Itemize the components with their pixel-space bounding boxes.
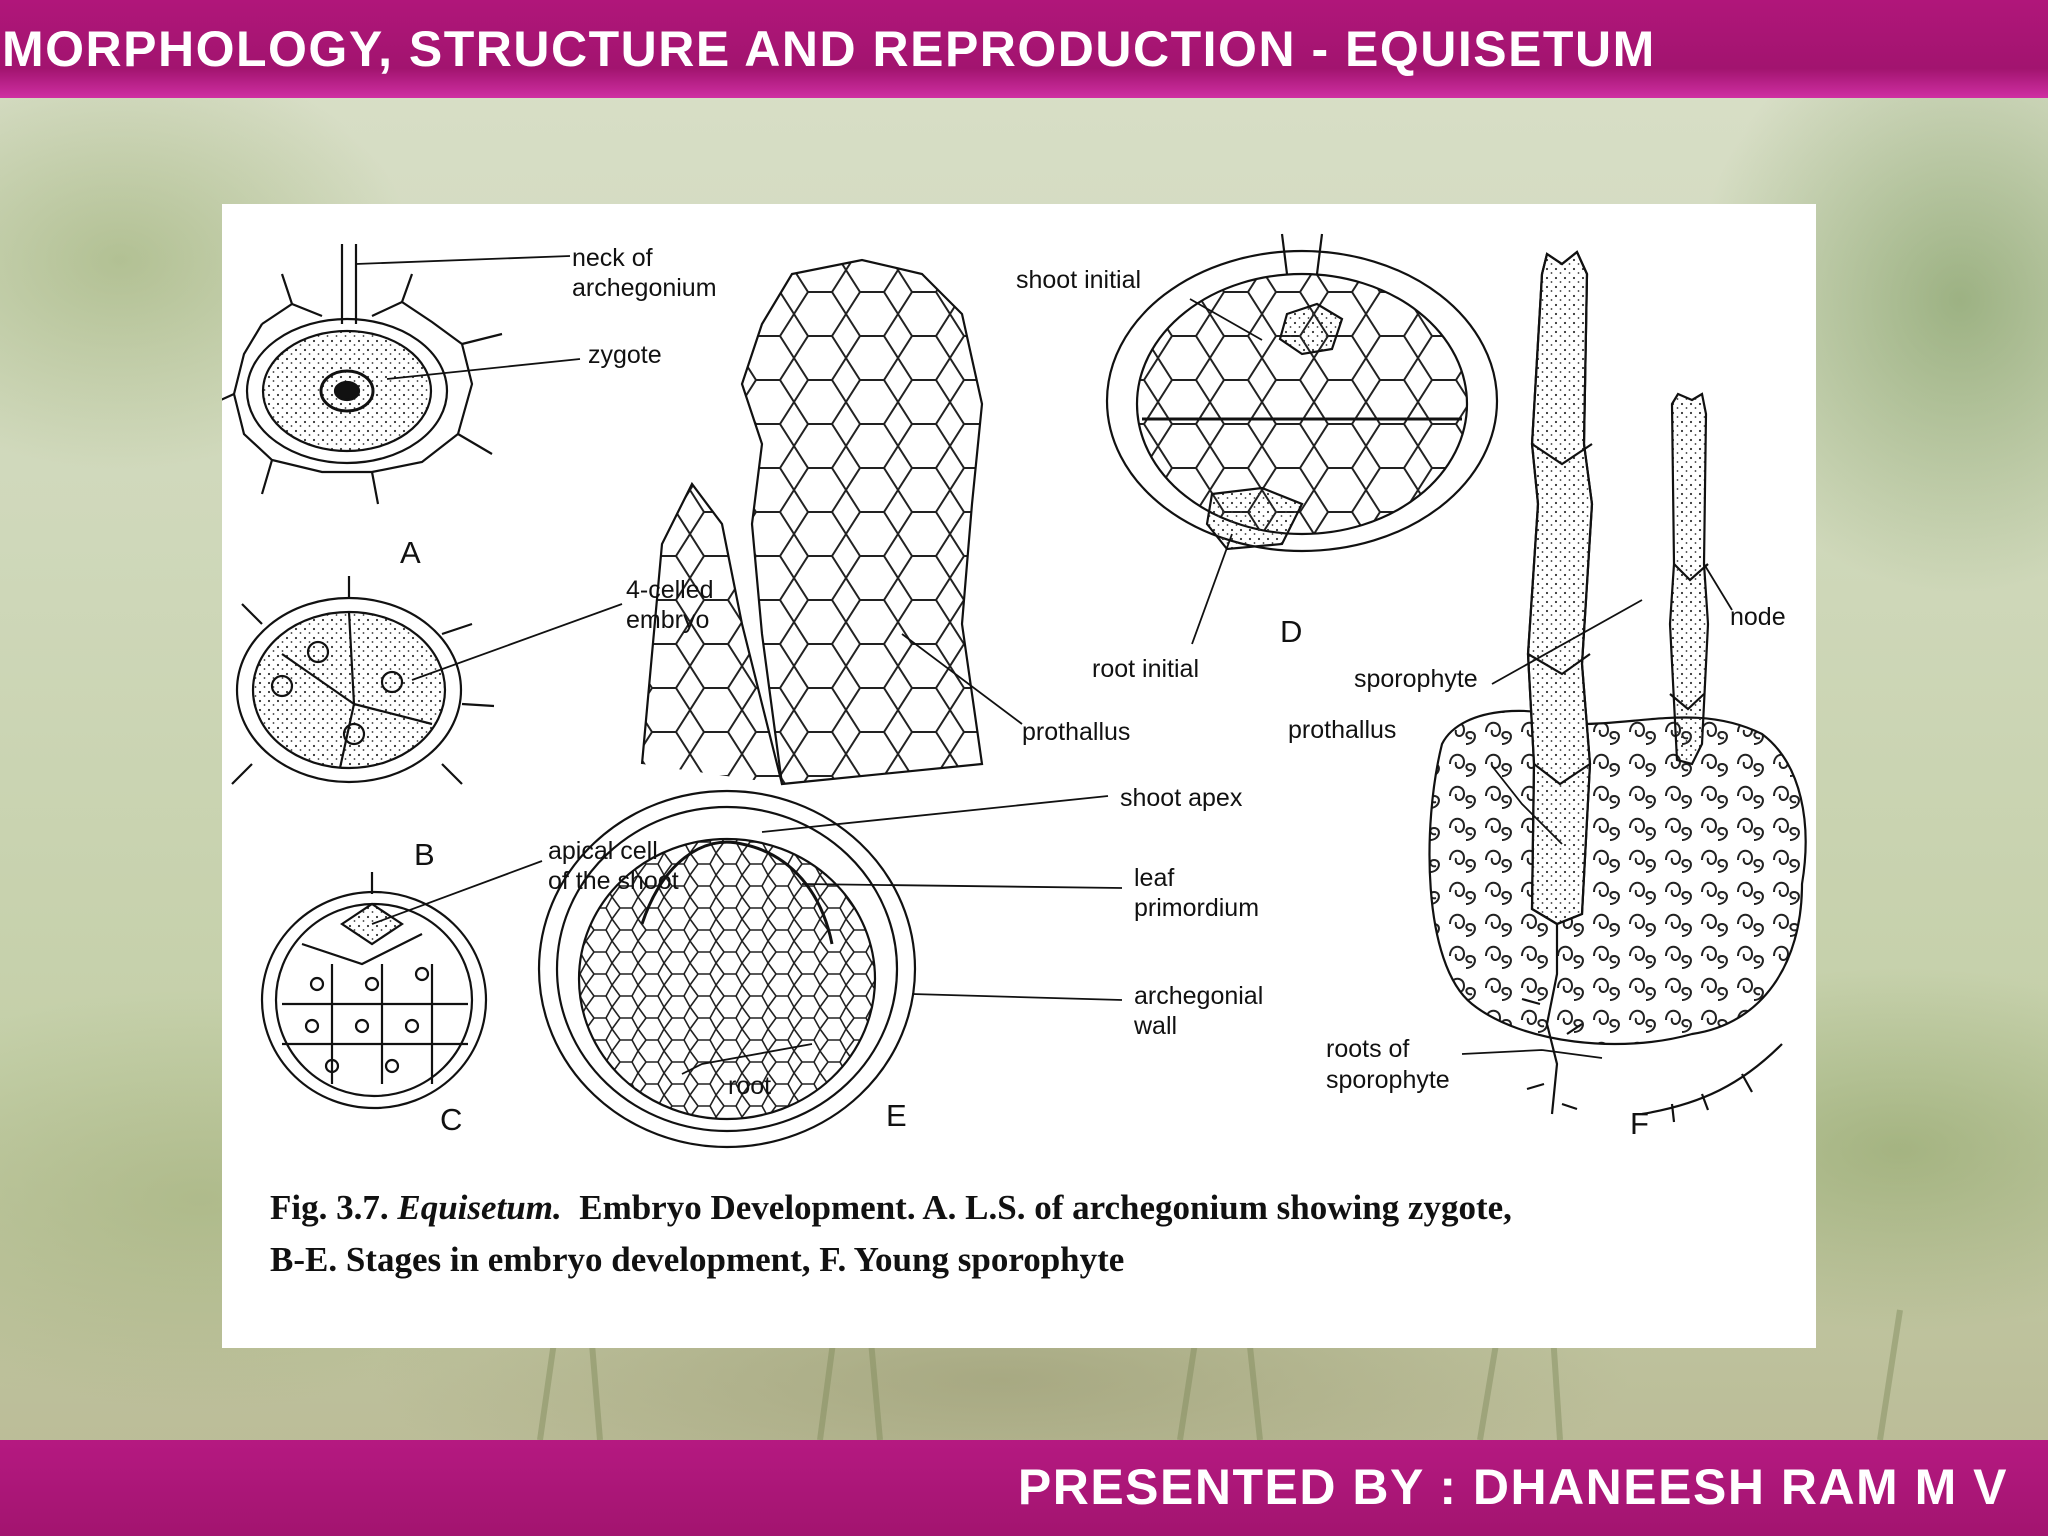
label-prothallus-e: prothallus bbox=[1022, 718, 1130, 746]
panel-letter-b: B bbox=[414, 837, 435, 872]
label-roots-of: roots of bbox=[1326, 1035, 1409, 1063]
label-zygote: zygote bbox=[588, 341, 662, 369]
header-bar: MORPHOLOGY, STRUCTURE AND REPRODUCTION -… bbox=[0, 0, 2048, 98]
label-apical-cell: apical cell bbox=[548, 837, 658, 865]
embryo-diagram: neck of archegonium zygote A 4-celled em… bbox=[222, 233, 1807, 1149]
panel-letter-f: F bbox=[1630, 1106, 1649, 1141]
caption-genus: Equisetum. bbox=[397, 1188, 562, 1227]
drawing-f-young-sporophyte bbox=[1428, 250, 1807, 1123]
drawing-c-apical-cell bbox=[260, 872, 488, 1110]
caption-line-2: B-E. Stages in embryo development, F. Yo… bbox=[270, 1240, 1125, 1279]
panel-letter-d: D bbox=[1280, 614, 1302, 649]
panel-letter-a: A bbox=[400, 535, 421, 570]
label-prothallus-f: prothallus bbox=[1288, 716, 1396, 744]
label-4-celled: 4-celled bbox=[626, 576, 714, 604]
label-root: root bbox=[728, 1072, 771, 1100]
caption-fig-number: Fig. 3.7. bbox=[270, 1188, 389, 1227]
drawing-a-archegonium bbox=[222, 244, 503, 505]
label-shoot-initial: shoot initial bbox=[1016, 266, 1141, 294]
presenter-name: PRESENTED BY : DHANEESH RAM M V bbox=[1017, 1459, 2008, 1515]
caption-line-1: Fig. 3.7. Equisetum. Embryo Development.… bbox=[270, 1182, 1790, 1234]
label-neck-of: neck of bbox=[572, 244, 653, 272]
figure-panel: neck of archegonium zygote A 4-celled em… bbox=[222, 204, 1816, 1348]
label-archegonium: archegonium bbox=[572, 274, 717, 302]
label-root-initial: root initial bbox=[1092, 655, 1199, 683]
label-primordium: primordium bbox=[1134, 894, 1259, 922]
figure-caption: Fig. 3.7. Equisetum. Embryo Development.… bbox=[270, 1182, 1790, 1286]
label-wall: wall bbox=[1133, 1012, 1177, 1040]
leader-lines bbox=[355, 255, 1733, 1075]
drawing-b-four-celled-embryo bbox=[231, 576, 495, 785]
label-embryo: embryo bbox=[626, 606, 709, 634]
drawing-e-embryo-in-prothallus bbox=[537, 258, 984, 1149]
panel-letter-e: E bbox=[886, 1098, 907, 1133]
label-node: node bbox=[1730, 603, 1786, 631]
caption-line-1-text: Embryo Development. A. L.S. of archegoni… bbox=[579, 1188, 1512, 1227]
panel-letter-c: C bbox=[440, 1102, 462, 1137]
label-of-the-shoot: of the shoot bbox=[548, 867, 679, 895]
label-sporophyte: sporophyte bbox=[1354, 665, 1478, 693]
label-leaf: leaf bbox=[1134, 864, 1174, 892]
label-shoot-apex: shoot apex bbox=[1120, 784, 1243, 812]
footer-bar: PRESENTED BY : DHANEESH RAM M V bbox=[0, 1440, 2048, 1536]
label-archegonial: archegonial bbox=[1134, 982, 1263, 1010]
slide-title: MORPHOLOGY, STRUCTURE AND REPRODUCTION -… bbox=[2, 21, 1656, 77]
drawing-d-shoot-root-initials bbox=[1105, 233, 1499, 553]
label-roots-sporophyte: sporophyte bbox=[1326, 1066, 1450, 1094]
